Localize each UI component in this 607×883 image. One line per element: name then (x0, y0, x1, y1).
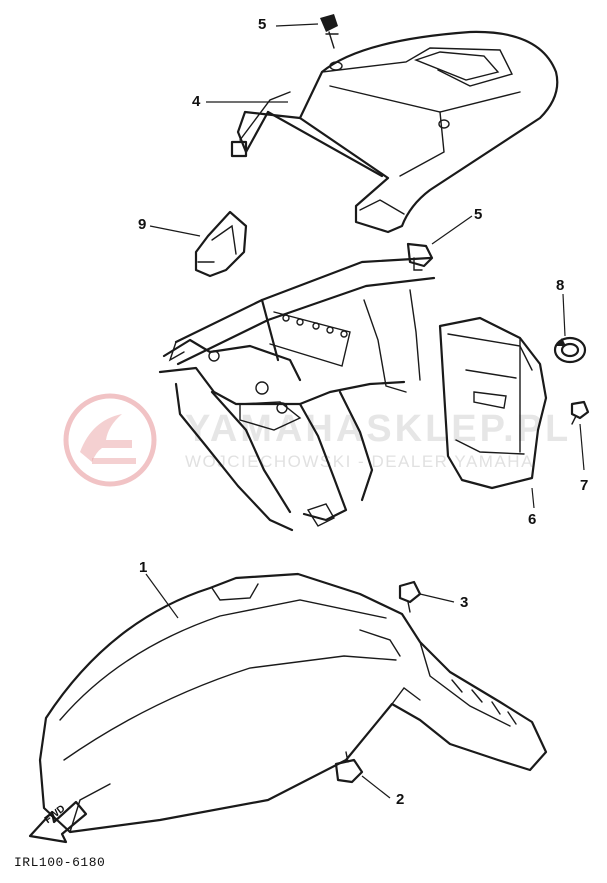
callout-4: 4 (192, 93, 201, 110)
plate-part-6 (438, 316, 548, 490)
callout-6: 6 (528, 511, 537, 528)
bolt-part-5-upper (320, 14, 339, 49)
callout-8: 8 (556, 277, 565, 294)
drawing-code: IRL100-6180 (14, 855, 106, 870)
callout-5-upper: 5 (258, 16, 267, 33)
bracket-part-9 (194, 210, 248, 278)
callout-9: 9 (138, 216, 147, 233)
callout-3: 3 (460, 594, 469, 611)
callout-7: 7 (580, 477, 589, 494)
grommet-part-8 (553, 336, 587, 364)
callout-2: 2 (396, 791, 405, 808)
rear-fender-part-1 (38, 572, 548, 834)
callout-5-lower: 5 (474, 206, 483, 223)
leader-lines (145, 23, 585, 799)
frame (158, 256, 436, 532)
bolt-part-3 (398, 580, 422, 613)
nut-part-2 (334, 751, 364, 784)
rear-cover-part-4 (230, 30, 559, 234)
bolt-part-7 (570, 400, 590, 425)
watermark-subtitle: WOJCIECHOWSKI - DEALER YAMAHA (185, 452, 534, 471)
callout-1: 1 (139, 559, 148, 576)
fwd-arrow-icon (28, 800, 88, 844)
watermark-brand: YAMAHASKLEP.PL (185, 408, 572, 450)
watermark-logo (63, 393, 157, 487)
